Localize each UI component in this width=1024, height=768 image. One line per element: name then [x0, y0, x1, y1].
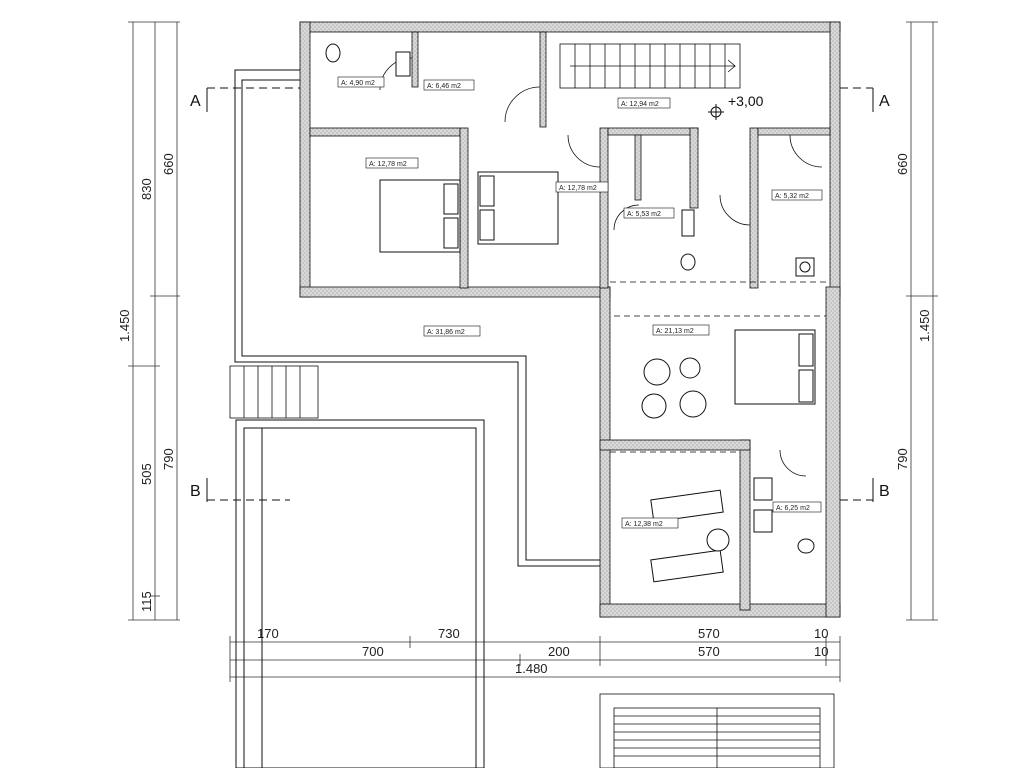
walls — [299, 21, 841, 618]
area-bath-1: A: 5,53 m2 — [627, 211, 661, 218]
bottom-dimension-chain — [229, 636, 841, 682]
area-bedroom-1: A: 12,78 m2 — [369, 161, 407, 168]
right-dimension-chain — [906, 21, 938, 621]
area-landing: A: 12,94 m2 — [621, 101, 659, 108]
terrace-outline — [234, 69, 600, 567]
bed-master — [734, 329, 816, 405]
bed-bedroom-middle — [477, 171, 559, 245]
section-b-left: B — [190, 483, 201, 500]
area-lounge: A: 12,38 m2 — [625, 521, 663, 528]
dim-660-left: 660 — [161, 153, 176, 175]
dim-10-bottom: 10 — [814, 644, 828, 659]
sanitary-fixtures — [325, 43, 815, 554]
dashed-lines — [610, 281, 830, 453]
dim-570-bottom: 570 — [698, 644, 720, 659]
area-bath-2: A: 5,32 m2 — [775, 193, 809, 200]
door-swings — [379, 57, 823, 477]
dim-730: 730 — [438, 626, 460, 641]
section-lines — [206, 87, 874, 502]
level-mark: +3,00 — [728, 93, 764, 109]
lounge-chairs — [650, 489, 730, 583]
dim-1480: 1.480 — [515, 661, 548, 676]
section-a-left: A — [190, 93, 201, 110]
dim-10-top: 10 — [814, 626, 828, 641]
area-hall: A: 6,46 m2 — [427, 83, 461, 90]
area-terrace: A: 31,86 m2 — [427, 329, 465, 336]
bed-bedroom-left — [379, 179, 461, 253]
left-dimension-chain — [128, 21, 180, 621]
dim-505: 505 — [139, 463, 154, 485]
terrace-stairs — [229, 365, 319, 419]
dim-1450-right: 1.450 — [917, 309, 932, 342]
round-seats — [641, 357, 707, 419]
area-master-bedroom: A: 21,13 m2 — [656, 328, 694, 335]
area-label-boxes — [337, 76, 823, 529]
area-wc: A: 4,90 m2 — [341, 80, 375, 87]
area-bedroom-2: A: 12,78 m2 — [559, 185, 597, 192]
section-a-right: A — [879, 93, 890, 110]
dim-170: 170 — [257, 626, 279, 641]
dim-570-top: 570 — [698, 626, 720, 641]
dim-660-right: 660 — [895, 153, 910, 175]
level-marker-icon — [708, 104, 724, 120]
dim-830: 830 — [139, 178, 154, 200]
lower-stair — [599, 693, 835, 768]
dim-1450-left: 1.450 — [117, 309, 132, 342]
dim-700: 700 — [362, 644, 384, 659]
interior-stairs — [559, 43, 741, 89]
dim-115: 115 — [139, 591, 154, 612]
dim-790-right: 790 — [895, 448, 910, 470]
dim-790-left: 790 — [161, 448, 176, 470]
dim-200: 200 — [548, 644, 570, 659]
section-b-right: B — [879, 483, 890, 500]
area-master-bath: A: 6,25 m2 — [776, 505, 810, 512]
pool — [235, 419, 485, 768]
